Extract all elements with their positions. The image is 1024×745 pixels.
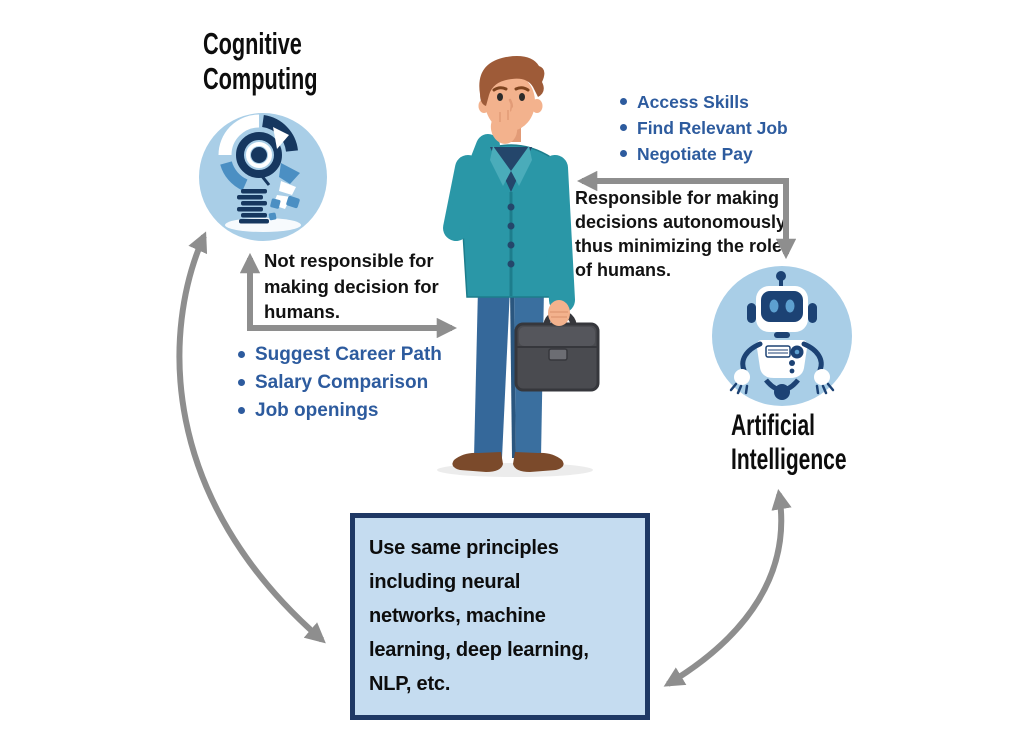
cognitive-annotation: Not responsible for making decision for … [264, 250, 439, 322]
shared-principles-text: Use same principles including neural net… [369, 537, 589, 695]
cognitive-capabilities-list: Suggest Career Path Salary Comparison Jo… [238, 344, 442, 428]
artificial-intelligence-title: Artificial Intelligence [731, 409, 847, 476]
list-item: Salary Comparison [238, 372, 442, 400]
list-item: Job openings [238, 400, 442, 428]
list-item: Negotiate Pay [620, 144, 788, 170]
bullet-icon [620, 98, 627, 105]
robot-icon [712, 266, 852, 406]
shared-principles-box: Use same principles including neural net… [350, 513, 650, 720]
list-item-label: Negotiate Pay [637, 144, 753, 164]
list-item-label: Job openings [255, 400, 379, 421]
list-item: Suggest Career Path [238, 344, 442, 372]
cognitive-computing-title: Cognitive Computing [203, 26, 318, 96]
list-item-label: Salary Comparison [255, 372, 429, 393]
list-item-label: Suggest Career Path [255, 344, 442, 365]
thinking-man-illustration [437, 56, 600, 477]
list-item: Find Relevant Job [620, 118, 788, 144]
bullet-icon [620, 124, 627, 131]
list-item-label: Access Skills [637, 92, 749, 112]
bullet-icon [238, 407, 245, 414]
bullet-icon [238, 351, 245, 358]
list-item: Access Skills [620, 92, 788, 118]
cognitive-head-icon [199, 113, 327, 241]
ai-capabilities-list: Access Skills Find Relevant Job Negotiat… [620, 92, 788, 170]
bullet-icon [620, 150, 627, 157]
list-item-label: Find Relevant Job [637, 118, 788, 138]
arrow-ai-to-box [663, 488, 792, 687]
bullet-icon [238, 379, 245, 386]
